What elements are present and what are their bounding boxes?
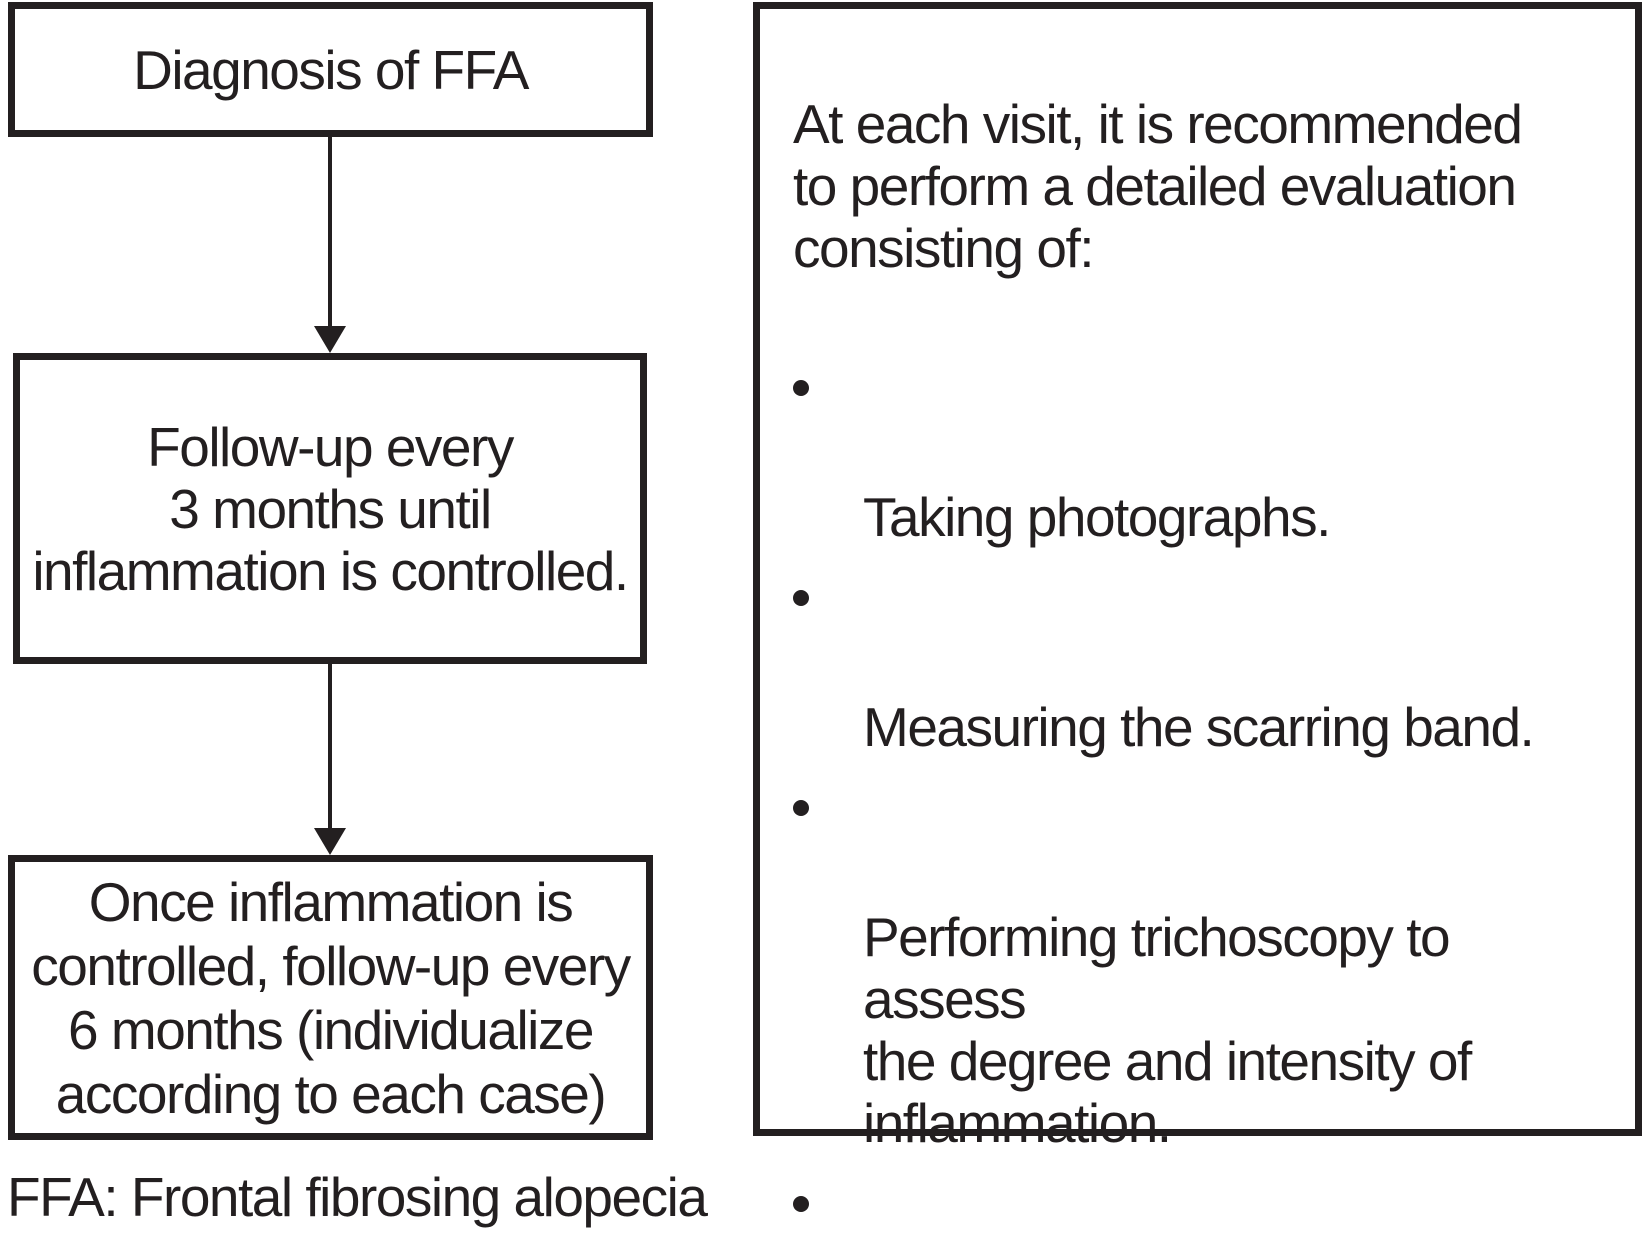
flow-step-diagnosis: Diagnosis of FFA xyxy=(8,2,653,137)
list-item-measuring-scarring-band: Measuring the scarring band. xyxy=(793,572,1621,758)
flow-step-followup-3-months: Follow-up every 3 months until inflammat… xyxy=(13,353,647,664)
bullet-dot-icon xyxy=(793,380,809,396)
flow-arrow-2-stem xyxy=(328,664,332,828)
flow-step-followup-6-months: Once inflammation is controlled, follow-… xyxy=(8,855,653,1140)
list-item-text: Taking photographs. xyxy=(863,486,1331,548)
bullet-dot-icon xyxy=(793,1196,809,1212)
bullet-dot-icon xyxy=(793,800,809,816)
abbreviation-footnote: FFA: Frontal fibrosing alopecia xyxy=(7,1166,708,1228)
visit-evaluation-panel-body: At each visit, it is recommended to perf… xyxy=(760,9,1635,1243)
list-item-symptom-intensity: Assessing and recording the intensity of… xyxy=(793,1178,1621,1243)
flow-step-followup-6-months-text: Once inflammation is controlled, follow-… xyxy=(31,870,631,1125)
list-item-taking-photographs: Taking photographs. xyxy=(793,362,1621,548)
bullet-dot-icon xyxy=(793,590,809,606)
flow-step-diagnosis-text: Diagnosis of FFA xyxy=(133,38,529,101)
arrow-down-icon xyxy=(314,828,346,855)
panel-intro-text: At each visit, it is recommended to perf… xyxy=(793,93,1523,279)
list-item-trichoscopy: Performing trichoscopy to assess the deg… xyxy=(793,782,1621,1154)
arrow-down-icon xyxy=(314,326,346,353)
visit-evaluation-panel: At each visit, it is recommended to perf… xyxy=(753,2,1642,1212)
flow-step-followup-3-months-text: Follow-up every 3 months until inflammat… xyxy=(32,415,629,602)
flow-arrow-1-stem xyxy=(328,137,332,326)
evaluation-bullet-list: Taking photographs. Measuring the scarri… xyxy=(793,362,1621,1243)
list-item-text: Performing trichoscopy to assess the deg… xyxy=(863,906,1472,1154)
list-item-text: Measuring the scarring band. xyxy=(863,696,1535,758)
